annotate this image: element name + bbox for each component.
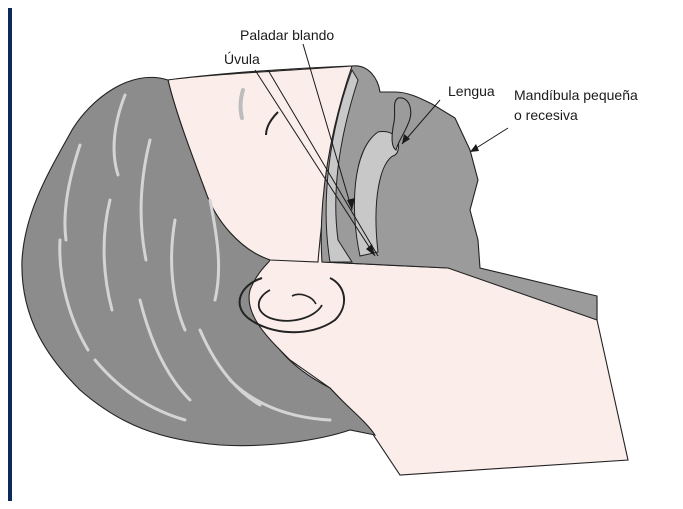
label-tongue: Lengua — [448, 83, 495, 99]
label-uvula: Úvula — [224, 51, 260, 67]
side-bar — [8, 8, 12, 501]
label-jaw-line2: o recesiva — [514, 107, 578, 123]
label-soft-palate: Paladar blando — [240, 27, 334, 43]
label-jaw-line1: Mandíbula pequeña — [514, 87, 638, 103]
